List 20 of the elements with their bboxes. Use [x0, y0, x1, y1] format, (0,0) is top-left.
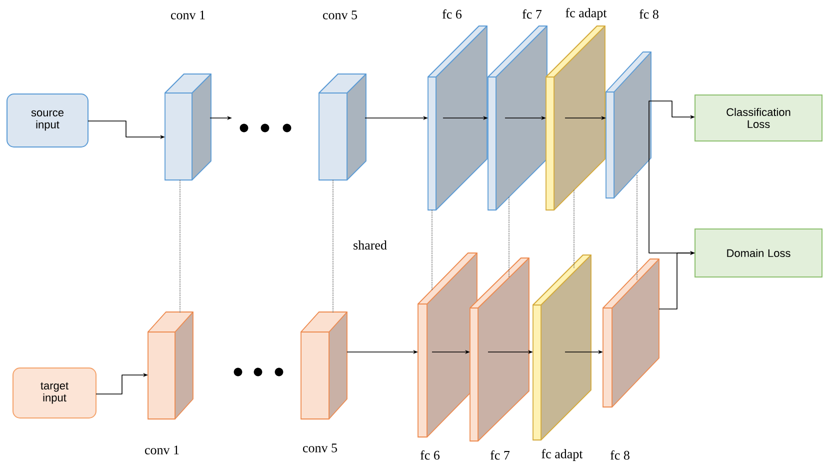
input-box: target input [12, 368, 96, 418]
layer-label: conv 1 [171, 10, 205, 20]
layer-label: fc 7 [522, 9, 542, 19]
layer-label: fc adapt [542, 449, 583, 461]
layer-label: fc 6 [442, 9, 462, 19]
layer-label: fc 7 [490, 450, 510, 460]
input-box: source input [6, 94, 88, 148]
layer-label: fc adapt [566, 8, 607, 20]
shared-label: shared [354, 240, 387, 250]
loss-box: Domain Loss [694, 228, 822, 278]
layer-label: fc 8 [610, 450, 630, 460]
dotted-line [636, 174, 638, 280]
dotted-line [508, 196, 510, 278]
dotted-line [332, 180, 334, 314]
layer-label: conv 5 [303, 444, 337, 452]
layer-label: conv 5 [323, 10, 357, 20]
layer-label: fc 8 [640, 9, 658, 19]
layer-label: conv 1 [145, 446, 179, 454]
loss-box: Classification Loss [694, 94, 822, 142]
layer-label: fc 6 [420, 450, 440, 460]
